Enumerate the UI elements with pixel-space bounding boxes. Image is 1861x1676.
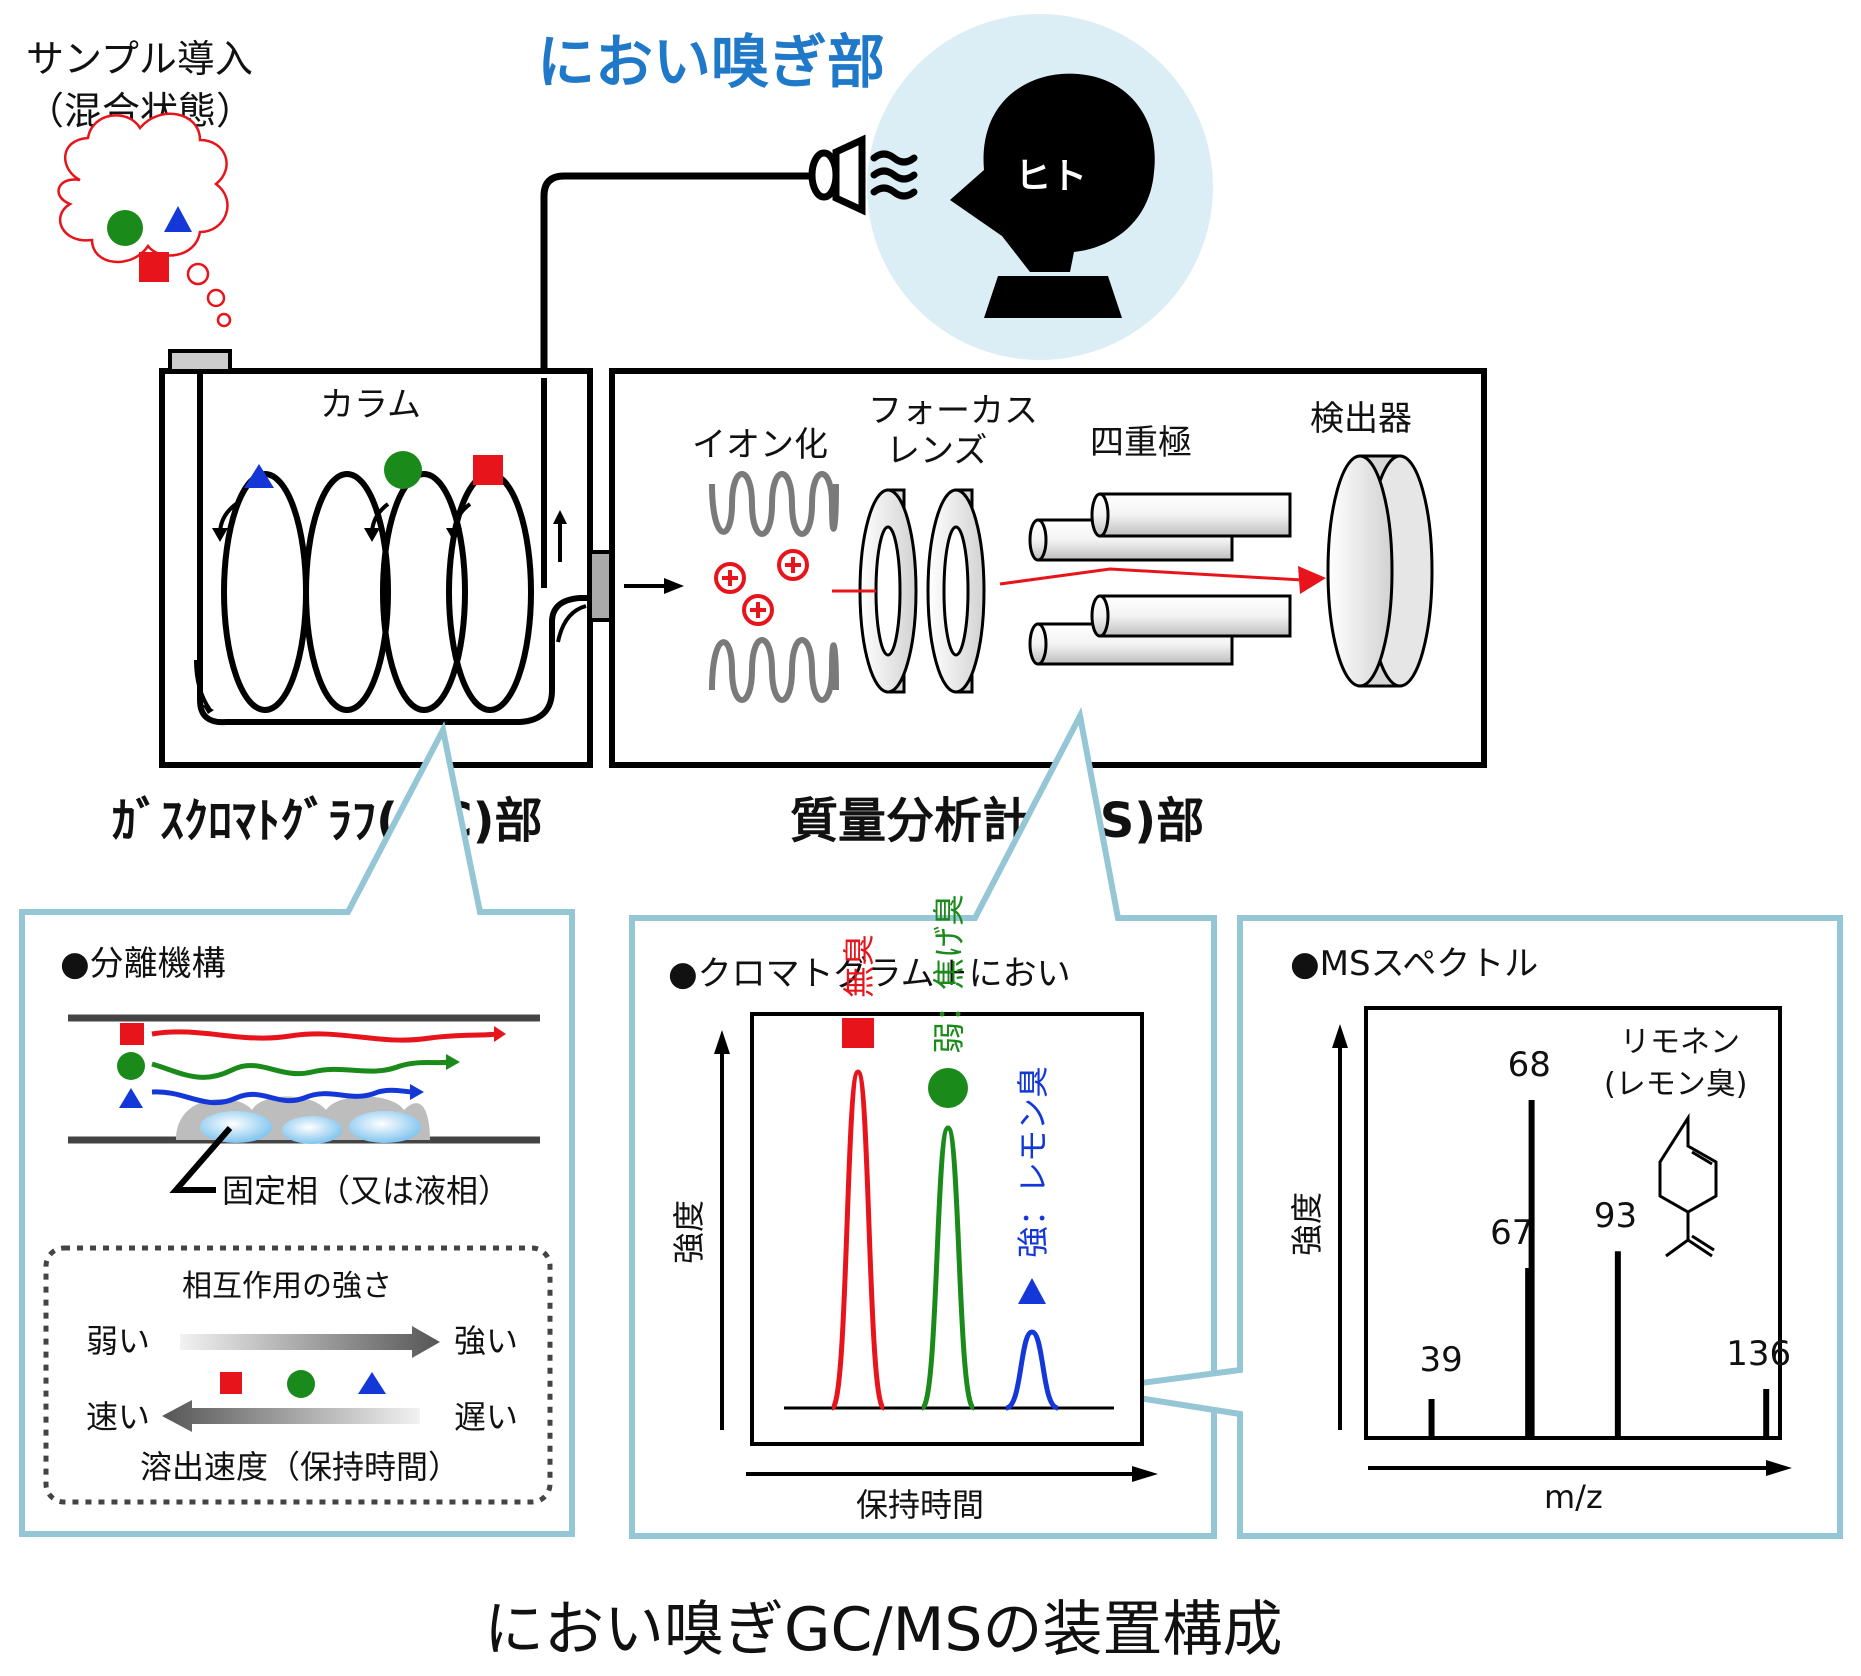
elution-label: 溶出速度（保持時間） — [140, 1448, 460, 1486]
weak-label: 弱い — [86, 1322, 150, 1360]
ms-peak-label: 136 — [1726, 1334, 1791, 1374]
detector-disk-icon — [1326, 454, 1434, 688]
red-square-legend — [120, 1023, 144, 1045]
ion-path-line-2 — [999, 567, 1303, 586]
sniff-nose-cone-icon — [808, 134, 866, 216]
chromatogram-x-arrowhead — [1132, 1466, 1158, 1482]
chromatogram-peak — [1005, 1329, 1059, 1411]
focus-lens-icon — [858, 488, 986, 694]
peak-marker-triangle — [1018, 1278, 1046, 1304]
green-wave-arrowhead — [446, 1054, 460, 1070]
blue-triangle-order — [358, 1372, 386, 1394]
blue-triangle-marker — [164, 206, 192, 232]
gc-oven-box — [159, 368, 593, 768]
interaction-gradient-arrow — [180, 1326, 440, 1358]
stationary-phase-pointer — [169, 1126, 233, 1193]
chromatogram-title: ●クロマトグラム＋におい — [668, 954, 1071, 994]
ms-spectrum-title: ●MSスペクトル — [1290, 944, 1538, 984]
blue-wave-path — [151, 1087, 415, 1106]
ms-spectrum-bars: 39 67 68 93 136 — [1420, 1045, 1791, 1436]
quadrupole-label: 四重極 — [1090, 423, 1192, 463]
person-head-icon — [950, 73, 1155, 318]
column-arrow-heads — [202, 510, 567, 714]
elution-gradient-arrow — [162, 1400, 420, 1432]
interaction-title: 相互作用の強さ — [182, 1269, 392, 1304]
separation-panel-title: ●分離機構 — [60, 944, 226, 984]
ms-section-title: 質量分析計(MS)部 — [790, 793, 1204, 849]
red-square-in-column — [473, 455, 503, 485]
sample-intro-label-2: （混合状態） — [26, 89, 254, 133]
green-circle-legend — [117, 1052, 145, 1080]
odor-waves-icon — [870, 150, 918, 200]
strong-label: 強い — [454, 1322, 518, 1360]
peak-odor-label: 無臭 — [840, 934, 878, 998]
slow-label: 遅い — [454, 1398, 518, 1436]
chromatogram-x-label: 保持時間 — [856, 1486, 984, 1524]
red-wave-arrowhead — [494, 1026, 506, 1042]
limonene-structure-icon — [1658, 1112, 1718, 1258]
stationary-phase-label: 固定相（又は液相） — [222, 1172, 510, 1210]
sniff-port-title: におい嗅ぎ部 — [537, 28, 885, 96]
ms-peak-label: 67 — [1490, 1213, 1533, 1253]
ms-spectrum-y-arrowhead — [1332, 1024, 1348, 1048]
transfer-line-to-sniff-port — [540, 172, 812, 378]
ion-path-arrow-head — [1298, 566, 1326, 594]
diagram-caption: におい嗅ぎGC/MSの装置構成 — [484, 1595, 1282, 1665]
sample-thought-cloud — [57, 112, 232, 328]
ms-peak-label: 68 — [1508, 1045, 1551, 1085]
ms-spectrum-plot-frame — [1364, 1006, 1782, 1440]
ms-peak-label: 39 — [1420, 1340, 1463, 1380]
chromatogram-y-arrowhead — [714, 1030, 730, 1054]
ms-annotation-line2: (レモン臭) — [1604, 1067, 1747, 1102]
red-square-marker — [139, 252, 169, 282]
focus-lens-label-1: フォーカス — [868, 391, 1038, 431]
interface-arrow-head — [664, 578, 684, 594]
chromatogram-peak — [829, 1069, 887, 1411]
ms-spectrum-y-label: 強度 — [1288, 1192, 1326, 1256]
ms-peak-label: 93 — [1594, 1196, 1637, 1236]
red-square-order — [220, 1372, 242, 1394]
focus-lens-label-2: レンズ — [886, 431, 987, 471]
red-wave-path — [151, 1029, 499, 1043]
gc-section-title: ｶﾞｽｸﾛﾏﾄｸﾞﾗﾌ(GC)部 — [112, 793, 543, 849]
peak-marker-square — [842, 1018, 874, 1048]
peak-marker-circle — [928, 1068, 968, 1108]
chromatogram-peak — [919, 1125, 977, 1411]
person-label: ヒト — [1015, 156, 1087, 197]
green-circle-order — [287, 1370, 315, 1398]
green-wave-path — [151, 1059, 451, 1080]
fast-label: 速い — [86, 1398, 150, 1436]
ms-spectrum-x-arrowhead — [1766, 1460, 1792, 1476]
blue-triangle-legend — [119, 1088, 143, 1108]
sample-intro-label-1: サンプル導入 — [26, 37, 253, 81]
chromatogram-y-label: 強度 — [670, 1200, 708, 1264]
blue-wave-arrowhead — [410, 1084, 424, 1100]
ion-source-filament-icon — [709, 471, 839, 703]
injector-port — [168, 349, 232, 373]
ionization-label: イオン化 — [692, 425, 828, 465]
blue-triangle-in-column — [244, 464, 274, 488]
green-circle-marker — [107, 210, 143, 246]
detector-label: 検出器 — [1310, 399, 1412, 439]
peak-odor-label: 弱：焦げ臭 — [930, 894, 968, 1054]
green-circle-in-column — [384, 451, 422, 489]
ms-annotation-line1: リモネン — [1620, 1025, 1740, 1060]
quadrupole-rods-icon — [1028, 492, 1292, 666]
peak-odor-label: 強：レモン臭 — [1014, 1066, 1052, 1258]
column-label: カラム — [320, 385, 421, 425]
stationary-phase-bubbles — [200, 1111, 421, 1144]
ms-spectrum-x-label: m/z — [1544, 1478, 1603, 1516]
